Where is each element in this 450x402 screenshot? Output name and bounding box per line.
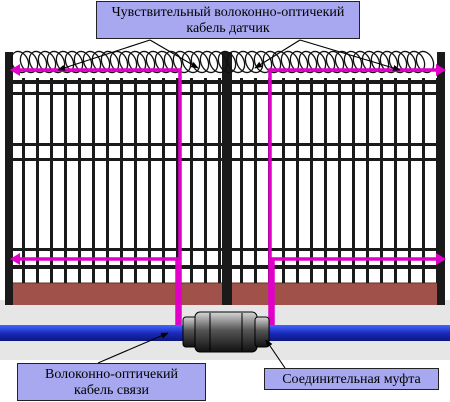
razor-wire-loop <box>415 50 435 74</box>
razor-wire-loop <box>91 50 111 74</box>
fence-post-left <box>5 52 13 305</box>
coupler-label: Соединительная муфта <box>264 368 439 390</box>
arrow-left-top <box>10 64 20 76</box>
fence-picket <box>282 78 285 283</box>
comm-cable-label-line2: кабель связи <box>74 383 149 398</box>
razor-wire-loop <box>325 50 345 74</box>
fence-rail <box>10 143 442 146</box>
sensor-cable-label: Чувствительный волоконно-оптичекий кабел… <box>96 1 360 39</box>
fence-picket <box>92 78 95 283</box>
razor-wire-loop <box>388 50 408 74</box>
razor-wire-loop <box>181 50 201 74</box>
fence-picket <box>134 78 137 283</box>
fence-picket <box>204 78 207 283</box>
fence-picket <box>408 78 411 283</box>
fence-picket <box>380 78 383 283</box>
razor-wire-loop <box>163 50 183 74</box>
fence-picket <box>352 78 355 283</box>
razor-wire-loop <box>217 50 237 74</box>
fence-rail <box>10 92 442 95</box>
fence-picket <box>176 78 179 283</box>
razor-wire-loop <box>262 50 282 74</box>
fence-picket <box>422 78 425 283</box>
arrow-right-top <box>436 64 446 76</box>
fence-picket <box>394 78 397 283</box>
fence-post-right <box>437 52 445 305</box>
razor-wire-loop <box>100 50 120 74</box>
razor-wire-loop <box>280 50 300 74</box>
arrow-right-bottom <box>436 253 446 265</box>
fence-rail <box>10 248 442 251</box>
fence-picket <box>436 78 439 283</box>
razor-wire-loop <box>145 50 165 74</box>
razor-wire-loop <box>136 50 156 74</box>
fence-picket <box>78 78 81 283</box>
arrow-left-bottom <box>10 253 20 265</box>
fence-picket <box>148 78 151 283</box>
razor-wire-loop <box>352 50 372 74</box>
fence-picket <box>366 78 369 283</box>
razor-wire-loop <box>307 50 327 74</box>
razor-wire-loop <box>19 50 39 74</box>
razor-wire-loop <box>64 50 84 74</box>
fence-picket <box>120 78 123 283</box>
fence <box>5 52 445 305</box>
razor-wire-loop <box>28 50 48 74</box>
razor-wire-loop <box>406 50 426 74</box>
razor-wire-loop <box>298 50 318 74</box>
fence-picket <box>218 78 221 283</box>
fence-rail <box>10 265 442 269</box>
razor-wire-loop <box>118 50 138 74</box>
fence-picket <box>50 78 53 283</box>
fence-picket <box>64 78 67 283</box>
fence-picket <box>338 78 341 283</box>
razor-wire-loop <box>226 50 246 74</box>
razor-wire-loop <box>82 50 102 74</box>
comm-cable-label-line1: Волоконно-оптичекий <box>44 367 179 382</box>
fence-picket <box>22 78 25 283</box>
fiber-splice-coupler-icon <box>182 311 270 353</box>
fence-picket <box>106 78 109 283</box>
coupler-label-text: Соединительная муфта <box>282 372 421 387</box>
sensor-cable-label-line1: Чувствительный волоконно-оптичекий <box>111 5 345 20</box>
razor-wire-loop <box>37 50 57 74</box>
razor-wire-loop <box>172 50 192 74</box>
fence-picket <box>254 78 257 283</box>
razor-wire-loop <box>289 50 309 74</box>
razor-wire-loop <box>379 50 399 74</box>
razor-wire-loop <box>316 50 336 74</box>
fence-picket <box>324 78 327 283</box>
razor-wire-loop <box>73 50 93 74</box>
razor-wire-loop <box>370 50 390 74</box>
sensor-cable-label-line2: кабель датчик <box>186 21 270 36</box>
razor-wire-loop <box>271 50 291 74</box>
sensor-cable <box>10 64 446 330</box>
fence-rail <box>10 80 442 84</box>
fence-post-center <box>222 52 232 305</box>
fence-picket <box>190 78 193 283</box>
fence-picket <box>240 78 243 283</box>
razor-wire-loop <box>361 50 381 74</box>
razor-wire-loop <box>10 50 30 74</box>
fence-picket <box>162 78 165 283</box>
razor-wire-loop <box>154 50 174 74</box>
callout-leaders <box>57 39 401 369</box>
razor-wire-loop <box>235 50 255 74</box>
razor-wire-loop <box>46 50 66 74</box>
fence-picket <box>296 78 299 283</box>
razor-wire-loop <box>244 50 264 74</box>
razor-wire-loop <box>199 50 219 74</box>
comm-cable-label: Волоконно-оптичекий кабель связи <box>17 363 206 401</box>
fence-picket <box>310 78 313 283</box>
fence-rail <box>10 158 442 161</box>
fence-picket <box>36 78 39 283</box>
razor-wire-loop <box>127 50 147 74</box>
razor-wire-loop <box>208 50 228 74</box>
